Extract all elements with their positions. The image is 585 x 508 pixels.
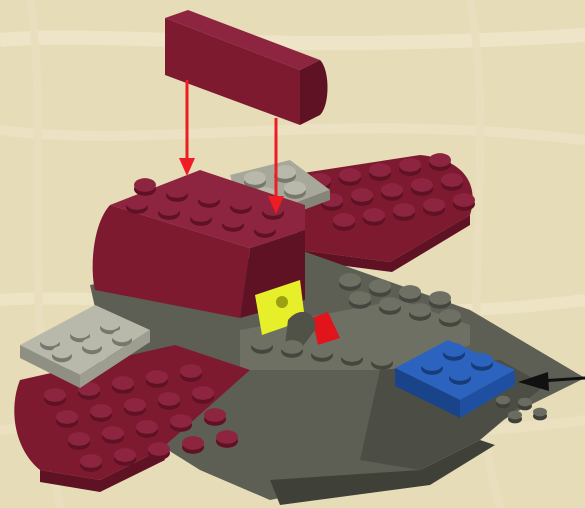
stud [158,202,180,220]
stud [339,168,361,186]
stud [429,153,451,171]
stud [351,188,373,206]
stud [399,158,421,176]
stud [281,340,303,358]
stud [126,196,148,214]
stud [421,357,443,375]
stud [341,348,363,366]
stud [333,213,355,231]
stud [471,353,493,371]
stud [190,208,212,226]
stud [222,214,244,232]
stud [441,173,463,191]
stud [409,303,431,321]
stud [379,297,401,315]
stud [180,364,202,382]
stud [158,392,180,410]
stud [349,291,371,309]
stud [381,183,403,201]
stud [102,426,124,444]
stud [112,376,134,394]
stud [134,178,156,196]
stud [423,198,445,216]
stud [192,386,214,404]
stud [399,285,421,303]
stud [411,178,433,196]
stud [533,408,547,421]
stud [453,193,475,211]
stud [518,398,532,411]
stud [114,448,136,466]
stud [339,273,361,291]
stud [254,220,276,238]
stud [371,352,393,370]
stud [429,291,451,309]
stud [369,279,391,297]
stud [508,411,522,424]
stud [204,408,226,426]
stud [146,370,168,388]
stud [80,454,102,472]
stud [90,404,112,422]
stud [82,338,102,354]
stud [170,414,192,432]
stud [198,190,220,208]
stud [439,309,461,327]
stud [393,203,415,221]
stud [230,196,252,214]
stud [52,346,72,362]
stud [68,432,90,450]
stud [148,442,170,460]
stud [284,181,306,199]
stud [363,208,385,226]
stud [369,163,391,181]
stud [449,367,471,385]
stud [124,398,146,416]
stud [182,436,204,454]
stud [251,336,273,354]
stud [443,343,465,361]
stud [136,420,158,438]
stud [112,330,132,346]
stud [166,184,188,202]
stud [216,430,238,448]
stud [496,396,510,409]
stud [56,410,78,428]
stud [44,388,66,406]
stud [311,344,333,362]
